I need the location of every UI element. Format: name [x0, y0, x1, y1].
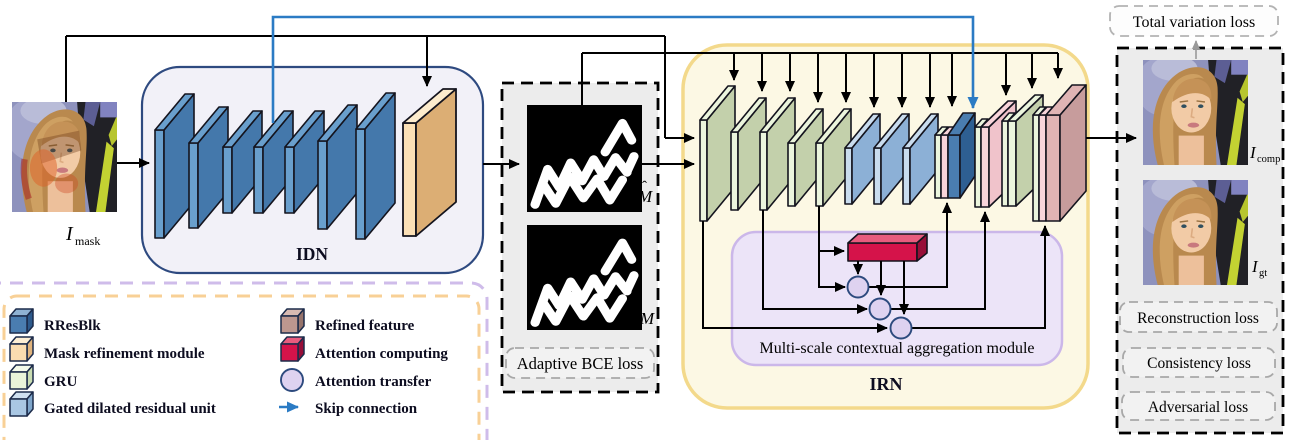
svg-text:ˆ: ˆ [642, 179, 647, 195]
svg-text:I: I [1249, 143, 1257, 162]
legend-refined-feature-label: Refined feature [315, 318, 415, 334]
idn-label: IDN [296, 244, 328, 264]
ground-truth-mask-label: M [639, 309, 655, 328]
total-variation-loss-box [1109, 5, 1279, 37]
predicted-mask-label: ˆ M [637, 179, 653, 206]
reconstruction-loss-box [1119, 301, 1278, 333]
consistency-loss-box [1122, 347, 1276, 378]
legend-skip-connection-label: Skip connection [315, 401, 418, 417]
adversarial-loss-box [1121, 391, 1276, 421]
predicted-mask-image [527, 105, 642, 212]
irn-layers [699, 84, 1087, 222]
refined-feature-cube-icon [280, 308, 305, 334]
reconstruction-loss-label: Reconstruction loss [1137, 310, 1259, 327]
irn-label: IRN [869, 374, 902, 394]
attention-computing-cube-icon [280, 336, 305, 362]
adversarial-loss-label: Adversarial loss [1148, 399, 1248, 416]
svg-text:comp: comp [1257, 154, 1280, 165]
legend-gated-dilated-label: Gated dilated residual unit [44, 401, 216, 417]
skip-connection-line [271, 15, 979, 123]
attention-computing-block [847, 233, 928, 262]
adaptive-bce-loss-label: Adaptive BCE loss [517, 354, 644, 373]
svg-text:gt: gt [1259, 268, 1267, 279]
legend-mask-refinement-label: Mask refinement module [44, 346, 205, 362]
legend-gru-label: GRU [44, 374, 78, 390]
legend-rresblk-label: RResBlk [44, 318, 101, 334]
svg-text:I: I [65, 223, 74, 245]
legend-attention-computing-label: Attention computing [315, 346, 448, 362]
gru-cube-icon [9, 364, 34, 390]
legend-labels: RResBlk Mask refinement module GRU Gated… [44, 318, 448, 417]
svg-text:I: I [1251, 257, 1259, 276]
aggregation-module-label: Multi-scale contextual aggregation modul… [759, 340, 1034, 357]
attention-transfer-circle-icon [280, 368, 304, 392]
output-completed-label: I comp [1249, 143, 1280, 165]
legend-inner-frame [2, 294, 481, 440]
attention-transfer-circles [846, 275, 913, 340]
svg-text:mask: mask [75, 234, 100, 248]
gated-dilated-cube-icon [9, 391, 34, 417]
legend-outer-frame [0, 281, 489, 440]
black-connections [65, 35, 1137, 333]
output-completed-image [1136, 56, 1248, 165]
svg-text:M: M [637, 187, 653, 206]
total-variation-loss-label: Total variation loss [1133, 14, 1255, 31]
mask-refinement-block [402, 88, 457, 237]
input-masked-image [5, 98, 117, 212]
adaptive-bce-loss-box [505, 347, 655, 379]
legend-attention-transfer-label: Attention transfer [315, 374, 432, 390]
input-image-label: I mask [65, 223, 100, 248]
aggregation-module-box [730, 230, 1064, 367]
ground-truth-label: I gt [1251, 257, 1267, 279]
ground-truth-mask-image [527, 225, 642, 330]
rresblk-cube-icon [9, 308, 34, 334]
mask-refinement-cube-icon [9, 336, 34, 362]
consistency-loss-label: Consistency loss [1147, 355, 1251, 372]
legend-icons [9, 308, 305, 417]
idn-rresblk-layers [154, 92, 396, 240]
ground-truth-image [1136, 176, 1248, 285]
